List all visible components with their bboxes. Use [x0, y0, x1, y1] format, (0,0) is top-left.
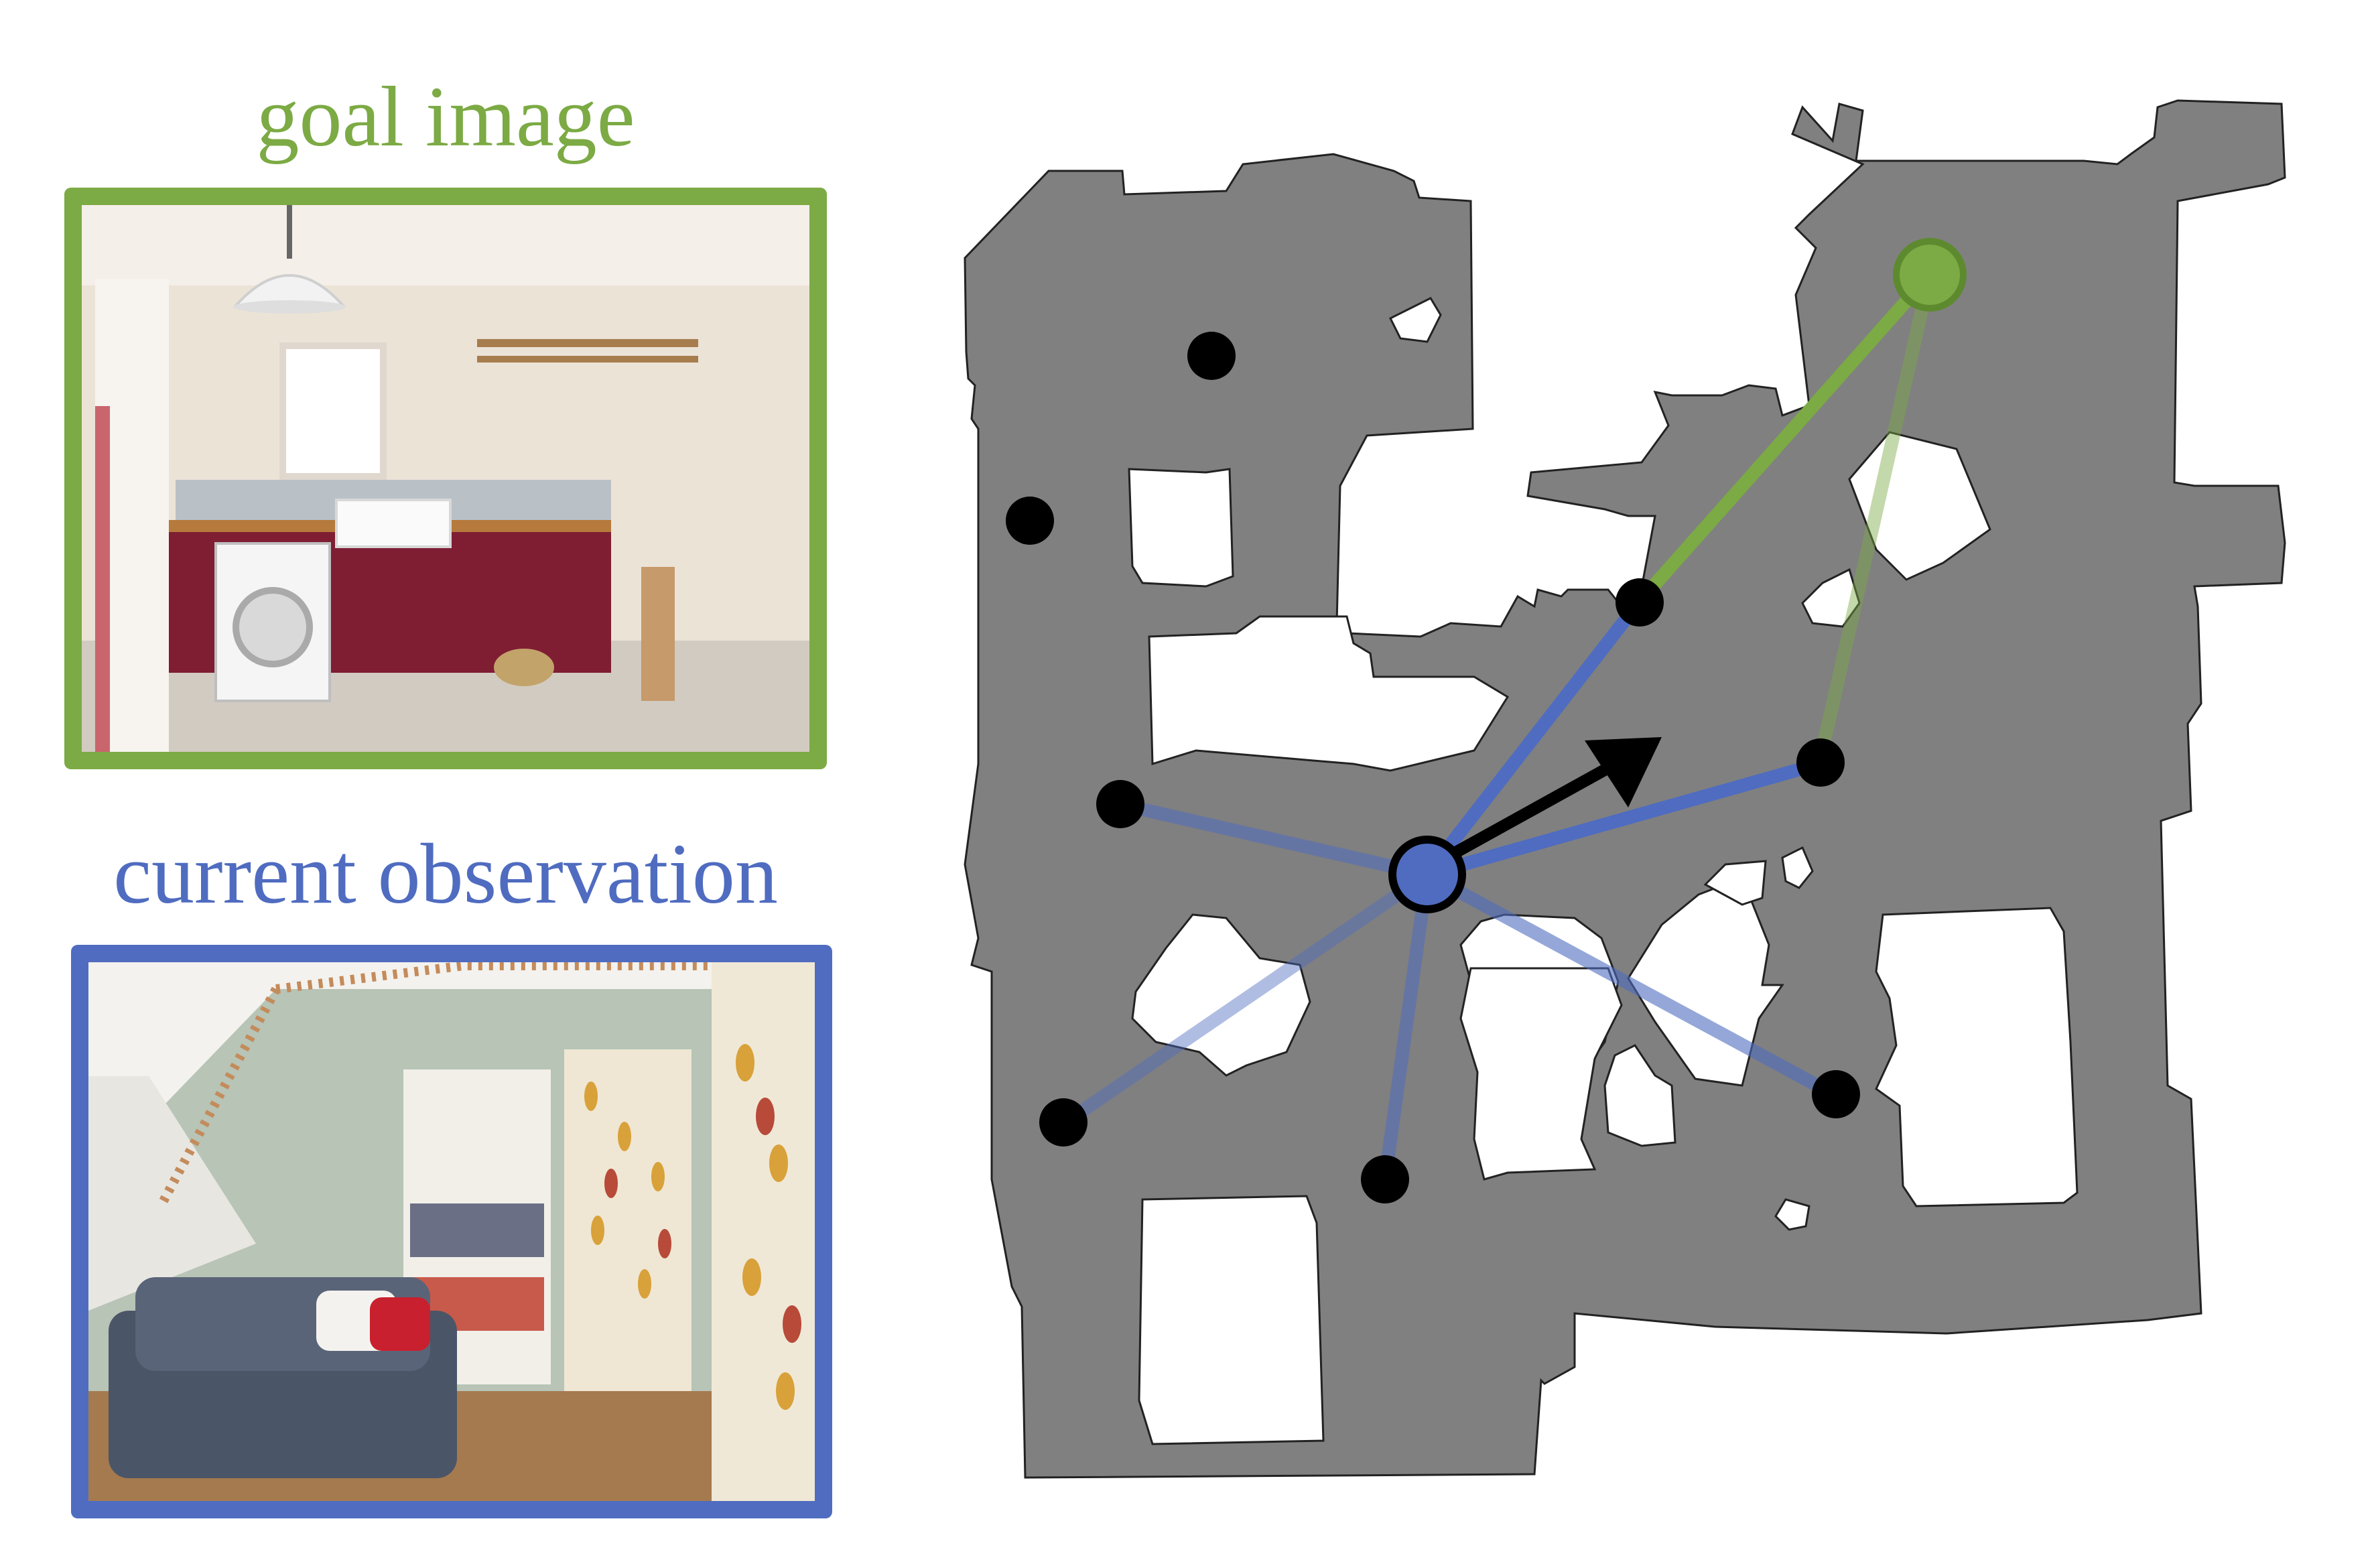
arrow-north-east-icon	[1428, 737, 1662, 870]
edge-current-n8	[1421, 868, 1843, 1102]
current-observation-image	[71, 945, 832, 1518]
graph-node	[1796, 738, 1845, 787]
goal-image	[64, 188, 827, 769]
edge-current-n4	[1378, 868, 1434, 1186]
edge-current-n5	[1421, 596, 1645, 881]
edge-current-n6	[1421, 757, 1826, 881]
graph-node	[1039, 1098, 1088, 1147]
graph-node	[1361, 1155, 1409, 1203]
edge-current-n3	[1112, 797, 1434, 881]
graph-edges	[1059, 268, 1936, 1186]
graph-node	[1187, 332, 1236, 380]
obstacle-regions	[1128, 297, 2079, 1445]
current-node	[1388, 836, 1466, 913]
navigation-map	[964, 99, 2286, 1479]
goal-node	[1893, 238, 1967, 312]
goal-image-label: goal image	[256, 69, 635, 164]
edge-n5-goal	[1632, 268, 1936, 610]
graph-nodes	[1006, 332, 1860, 1203]
graph-node	[1096, 780, 1144, 828]
edge-n6-goal	[1813, 268, 1936, 771]
graph-node	[1812, 1070, 1860, 1118]
graph-node	[1616, 578, 1664, 627]
current-observation-label: current observation	[113, 826, 778, 921]
graph-node	[1006, 497, 1054, 545]
edge-current-n7	[1059, 868, 1434, 1129]
attic-room-photo	[88, 962, 815, 1501]
laundry-room-photo	[82, 205, 809, 752]
